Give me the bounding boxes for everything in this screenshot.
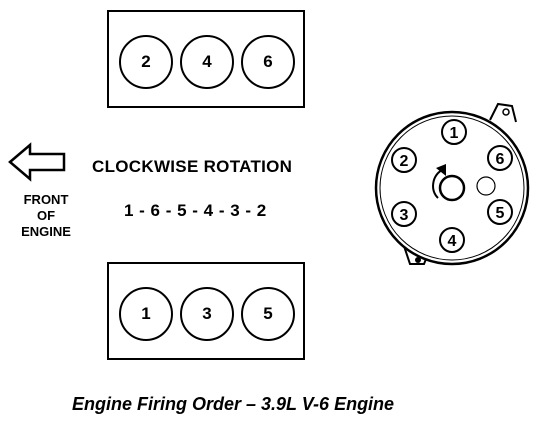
distributor-tab-top — [489, 102, 517, 123]
cylinder-6: 6 — [241, 35, 295, 89]
front-arrow-icon — [8, 142, 66, 182]
cylinder-1: 1 — [119, 287, 173, 341]
cylinder-3: 3 — [180, 287, 234, 341]
rotor-hub — [438, 174, 466, 202]
terminal-3: 3 — [391, 201, 417, 227]
top-cylinder-bank: 2 4 6 — [107, 10, 305, 108]
svg-text:6: 6 — [496, 151, 505, 168]
front-label-line: OF — [36, 208, 56, 223]
svg-text:2: 2 — [400, 153, 409, 170]
svg-text:4: 4 — [448, 233, 457, 250]
front-label-line: ENGINE — [21, 224, 71, 239]
distributor-cap: 1 2 6 3 5 4 — [374, 102, 530, 266]
svg-text:1: 1 — [450, 125, 459, 142]
diagram-caption: Engine Firing Order – 3.9L V-6 Engine — [72, 394, 395, 414]
terminal-6: 6 — [487, 145, 513, 171]
cylinder-4: 4 — [180, 35, 234, 89]
cylinder-2: 2 — [119, 35, 173, 89]
svg-text:3: 3 — [400, 207, 409, 224]
bottom-cylinder-bank: 1 3 5 — [107, 262, 305, 360]
secondary-terminal — [476, 176, 496, 196]
rotation-label: CLOCKWISE ROTATION — [92, 157, 293, 176]
terminal-1: 1 — [441, 119, 467, 145]
cylinder-5: 5 — [241, 287, 295, 341]
terminal-2: 2 — [391, 147, 417, 173]
firing-order-sequence: 1 - 6 - 5 - 4 - 3 - 2 — [124, 201, 267, 220]
front-of-engine-label: FRONT OF ENGINE — [8, 192, 84, 240]
svg-text:5: 5 — [496, 205, 505, 222]
terminal-4: 4 — [439, 227, 465, 253]
rotation-arrow-icon — [432, 164, 446, 199]
distributor-inner-ring — [379, 115, 525, 261]
terminal-5: 5 — [487, 199, 513, 225]
front-label-line: FRONT — [23, 192, 69, 207]
